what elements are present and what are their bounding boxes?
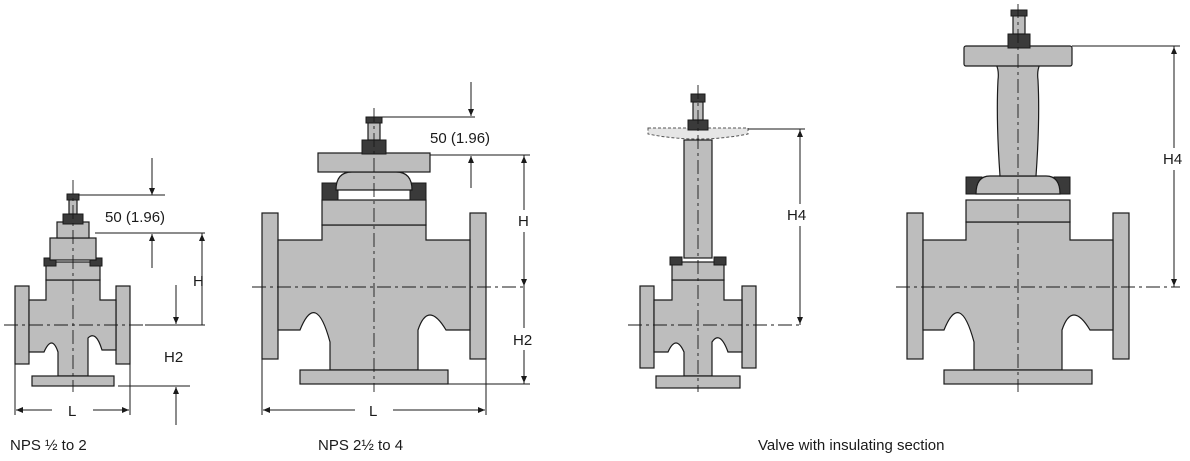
- valve-body: [922, 221, 1114, 371]
- valve-small-nps-half-to-2: 50 (1.96) H H2 L: [4, 158, 205, 425]
- valve-small-with-insulating-section: H4: [628, 85, 815, 392]
- right-flange: [741, 285, 757, 369]
- dim-lower-height: H2: [513, 332, 532, 349]
- caption-nps-2half-to-4: NPS 2½ to 4: [318, 437, 403, 454]
- dim-top-offset: 50 (1.96): [105, 209, 165, 226]
- valve-body: [28, 279, 117, 377]
- left-flange: [261, 212, 279, 360]
- valve-large-with-insulating-section: H4: [896, 4, 1190, 392]
- right-flange: [469, 212, 487, 360]
- left-flange: [906, 212, 924, 360]
- dim-height: H: [193, 273, 204, 290]
- caption-nps-half-to-2: NPS ½ to 2: [10, 437, 87, 454]
- caption-insulating-section: Valve with insulating section: [758, 437, 945, 454]
- dim-top-offset: 50 (1.96): [430, 130, 490, 147]
- valve-body: [277, 224, 471, 371]
- dim-height: H: [518, 213, 529, 230]
- valve-medium-nps-2half-to-4: 50 (1.96) H H2 L: [252, 82, 540, 420]
- dim-lower-height: H2: [164, 349, 183, 366]
- ghost-handwheel: [647, 127, 749, 140]
- dim-height: H4: [787, 207, 806, 224]
- dim-length: L: [68, 403, 76, 420]
- dim-height: H4: [1163, 151, 1182, 168]
- dim-length: L: [369, 403, 377, 420]
- left-flange: [639, 285, 655, 369]
- right-flange: [1112, 212, 1130, 360]
